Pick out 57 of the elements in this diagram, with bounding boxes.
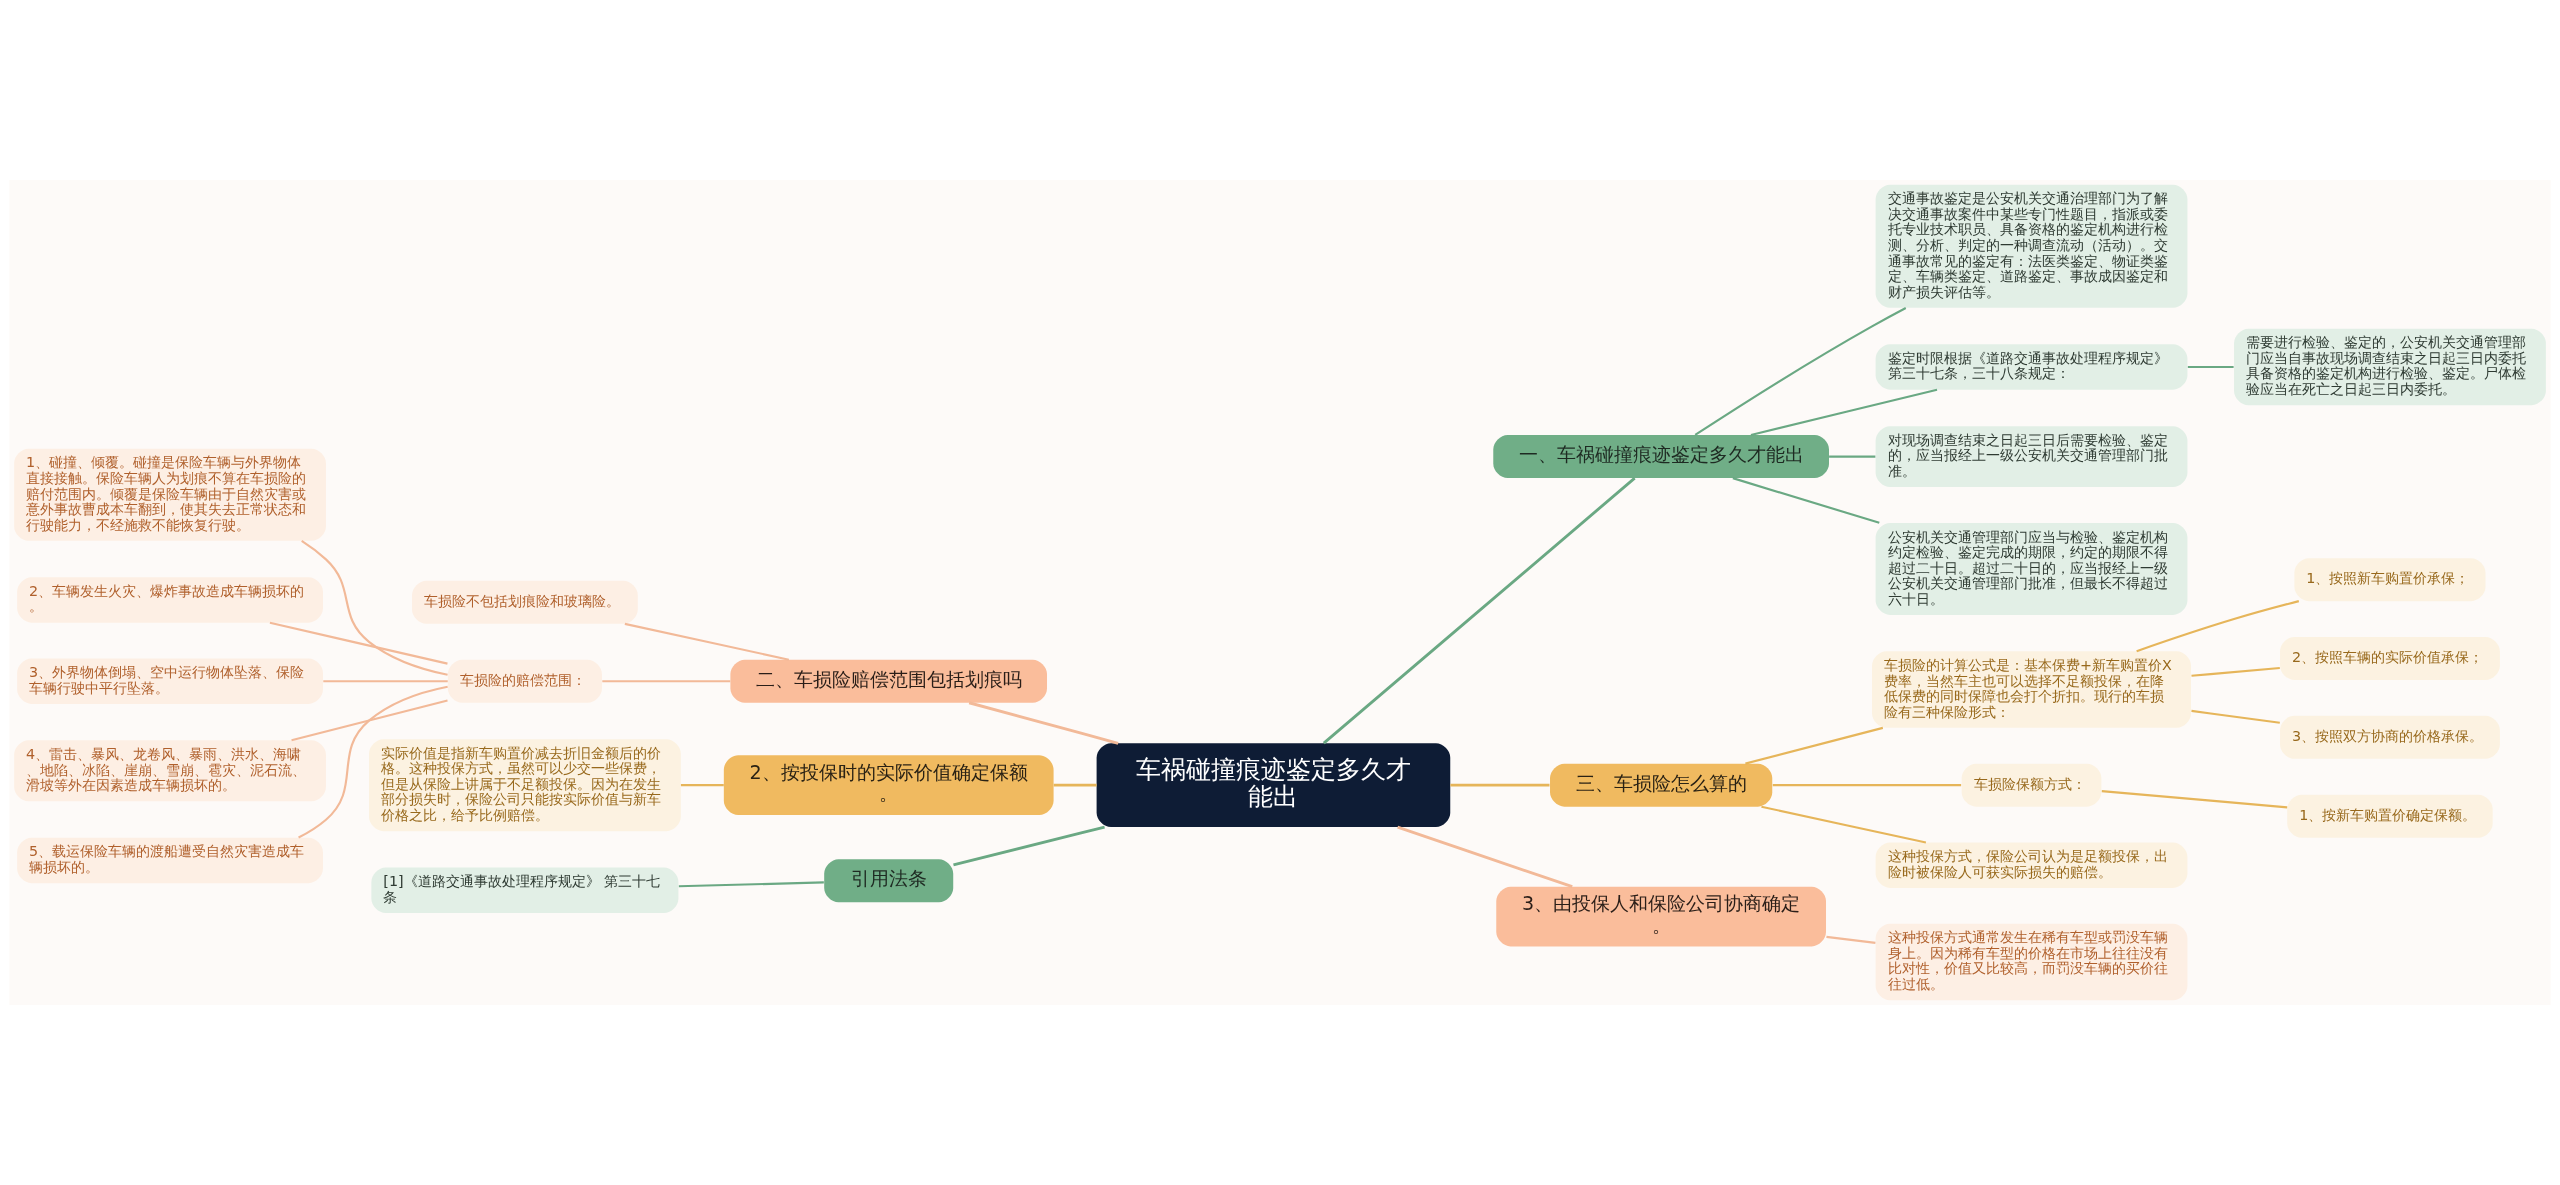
connector bbox=[2187, 365, 2234, 369]
connector bbox=[298, 685, 448, 839]
connector bbox=[2191, 666, 2280, 677]
connector bbox=[1750, 388, 1938, 437]
node-box: 鉴定时限根据《道路交通事故处理程序规定》第三十七条，三十八条规定： bbox=[1875, 344, 2188, 390]
node-box: 一、车祸碰撞痕迹鉴定多久才能出 bbox=[1493, 435, 1829, 479]
connector bbox=[678, 881, 824, 888]
node-box: 车祸碰撞痕迹鉴定多久才能出 bbox=[1096, 743, 1451, 827]
connector bbox=[602, 680, 731, 683]
connector bbox=[1450, 783, 1550, 787]
node-box: 4、雷击、暴风、龙卷风、暴雨、洪水、海啸、地陷、冰陷、崖崩、雪崩、雹灾、泥石流、滑坡等外在因素造成车辆损坏的。 bbox=[14, 740, 326, 802]
node-box: 车损险的计算公式是：基本保费+新车购置价X费率，当然车主也可以选择不足额投保，在降低保费的同时保障也会打个折扣。现行的车损险有三种保险形式： bbox=[1872, 651, 2191, 728]
node-box: 交通事故鉴定是公安机关交通治理部门为了解决交通事故案件中某些专门性题目，指派或委托专业技术职员、具备资格的鉴定机构进行检测、分析、判定的一种调查流动（活动）。交通事故常见的鉴定有：法医类鉴定、物证类鉴定、车辆类鉴定、道路鉴定、事故成因鉴定和财产损失评估等。 bbox=[1875, 184, 2188, 308]
connector bbox=[1732, 477, 1880, 524]
connector bbox=[2101, 790, 2288, 809]
node-box: 对现场调查结束之日起三日后需要检验、鉴定的，应当报经上一级公安机关交通管理部门批准。 bbox=[1875, 426, 2188, 488]
node-box: 1、按照新车购置价承保； bbox=[2294, 558, 2486, 602]
connector bbox=[1826, 935, 1876, 944]
node-box: 需要进行检验、鉴定的，公安机关交通管理部门应当自事故现场调查结束之日起三日内委托具备资格的鉴定机构进行检验、鉴定。尸体检验应当在死亡之日起三日内委托。 bbox=[2234, 328, 2546, 406]
node-box: [1]《道路交通事故处理程序规定》 第三十七条 bbox=[371, 867, 679, 913]
connector bbox=[1745, 726, 1884, 765]
connector bbox=[1761, 805, 1927, 844]
node-box: 这种投保方式通常发生在稀有车型或罚没车辆身上。因为稀有车型的价格在市场上往往没有比对性，价值又比较高，而罚没车辆的买价往往过低。 bbox=[1875, 923, 2188, 1001]
node-box: 三、车损险怎么算的 bbox=[1550, 763, 1773, 807]
node-box: 这种投保方式，保险公司认为是足额投保，出险时被保险人可获实际损失的赔偿。 bbox=[1875, 842, 2188, 888]
node-box: 车损险不包括划痕险和玻璃险。 bbox=[412, 580, 638, 624]
node-box: 1、碰撞、倾覆。碰撞是保险车辆与外界物体直接接触。保险车辆人为划痕不算在车损险的赔付范围内。倾覆是保险车辆由于自然灾害或意外事故曹成本车翻到，使其失去正常状态和行驶能力，不经施救不能恢复行驶。 bbox=[14, 448, 326, 541]
connector bbox=[968, 701, 1119, 745]
connector bbox=[269, 621, 448, 665]
connector bbox=[2136, 600, 2300, 653]
node-box: 3、由投保人和保险公司协商确定。 bbox=[1496, 886, 1826, 947]
node-box: 实际价值是指新车购置价减去折旧金额后的价格。这种投保方式，虽然可以少交一些保费，但是从保险上讲属于不足额投保。因为在发生部分损失时，保险公司只能按实际价值与新车价格之比，给予比例赔偿。 bbox=[369, 739, 681, 832]
connector bbox=[680, 784, 724, 787]
node-box: 2、按投保时的实际价值确定保额。 bbox=[723, 755, 1054, 816]
node-box: 5、载运保险车辆的渡船遭受自然灾害造成车辆损坏的。 bbox=[17, 837, 323, 884]
connector bbox=[1397, 825, 1573, 889]
connector bbox=[1772, 784, 1962, 787]
connector bbox=[2191, 709, 2280, 724]
connector bbox=[953, 825, 1105, 867]
node-box: 1、按新车购置价确定保额。 bbox=[2287, 794, 2493, 838]
node-box: 引用法条 bbox=[824, 859, 954, 903]
node-box: 车损险保额方式： bbox=[1961, 763, 2102, 807]
connector bbox=[1829, 455, 1876, 458]
node-box: 二、车损险赔偿范围包括划痕吗 bbox=[730, 659, 1047, 703]
node-box: 车损险的赔偿范围： bbox=[447, 659, 602, 703]
connector bbox=[301, 540, 448, 676]
node-box: 3、按照双方协商的价格承保。 bbox=[2280, 715, 2500, 759]
connector bbox=[1053, 783, 1097, 787]
connector bbox=[323, 680, 448, 683]
node-box: 公安机关交通管理部门应当与检验、鉴定机构约定检验、鉴定完成的期限，约定的期限不得超过二十日。超过二十日的，应当报经上一级公安机关交通管理部门批准，但最长不得超过六十日。 bbox=[1875, 522, 2188, 615]
connector bbox=[624, 622, 790, 661]
connector bbox=[291, 699, 448, 742]
node-box: 2、车辆发生火灾、爆炸事故造成车辆损坏的。 bbox=[17, 577, 323, 623]
connector bbox=[1694, 307, 1907, 436]
node-box: 3、外界物体倒塌、空中运行物体坠落、保险车辆行驶中平行坠落。 bbox=[17, 658, 323, 704]
node-box: 2、按照车辆的实际价值承保； bbox=[2280, 637, 2500, 680]
connector bbox=[1322, 477, 1636, 745]
